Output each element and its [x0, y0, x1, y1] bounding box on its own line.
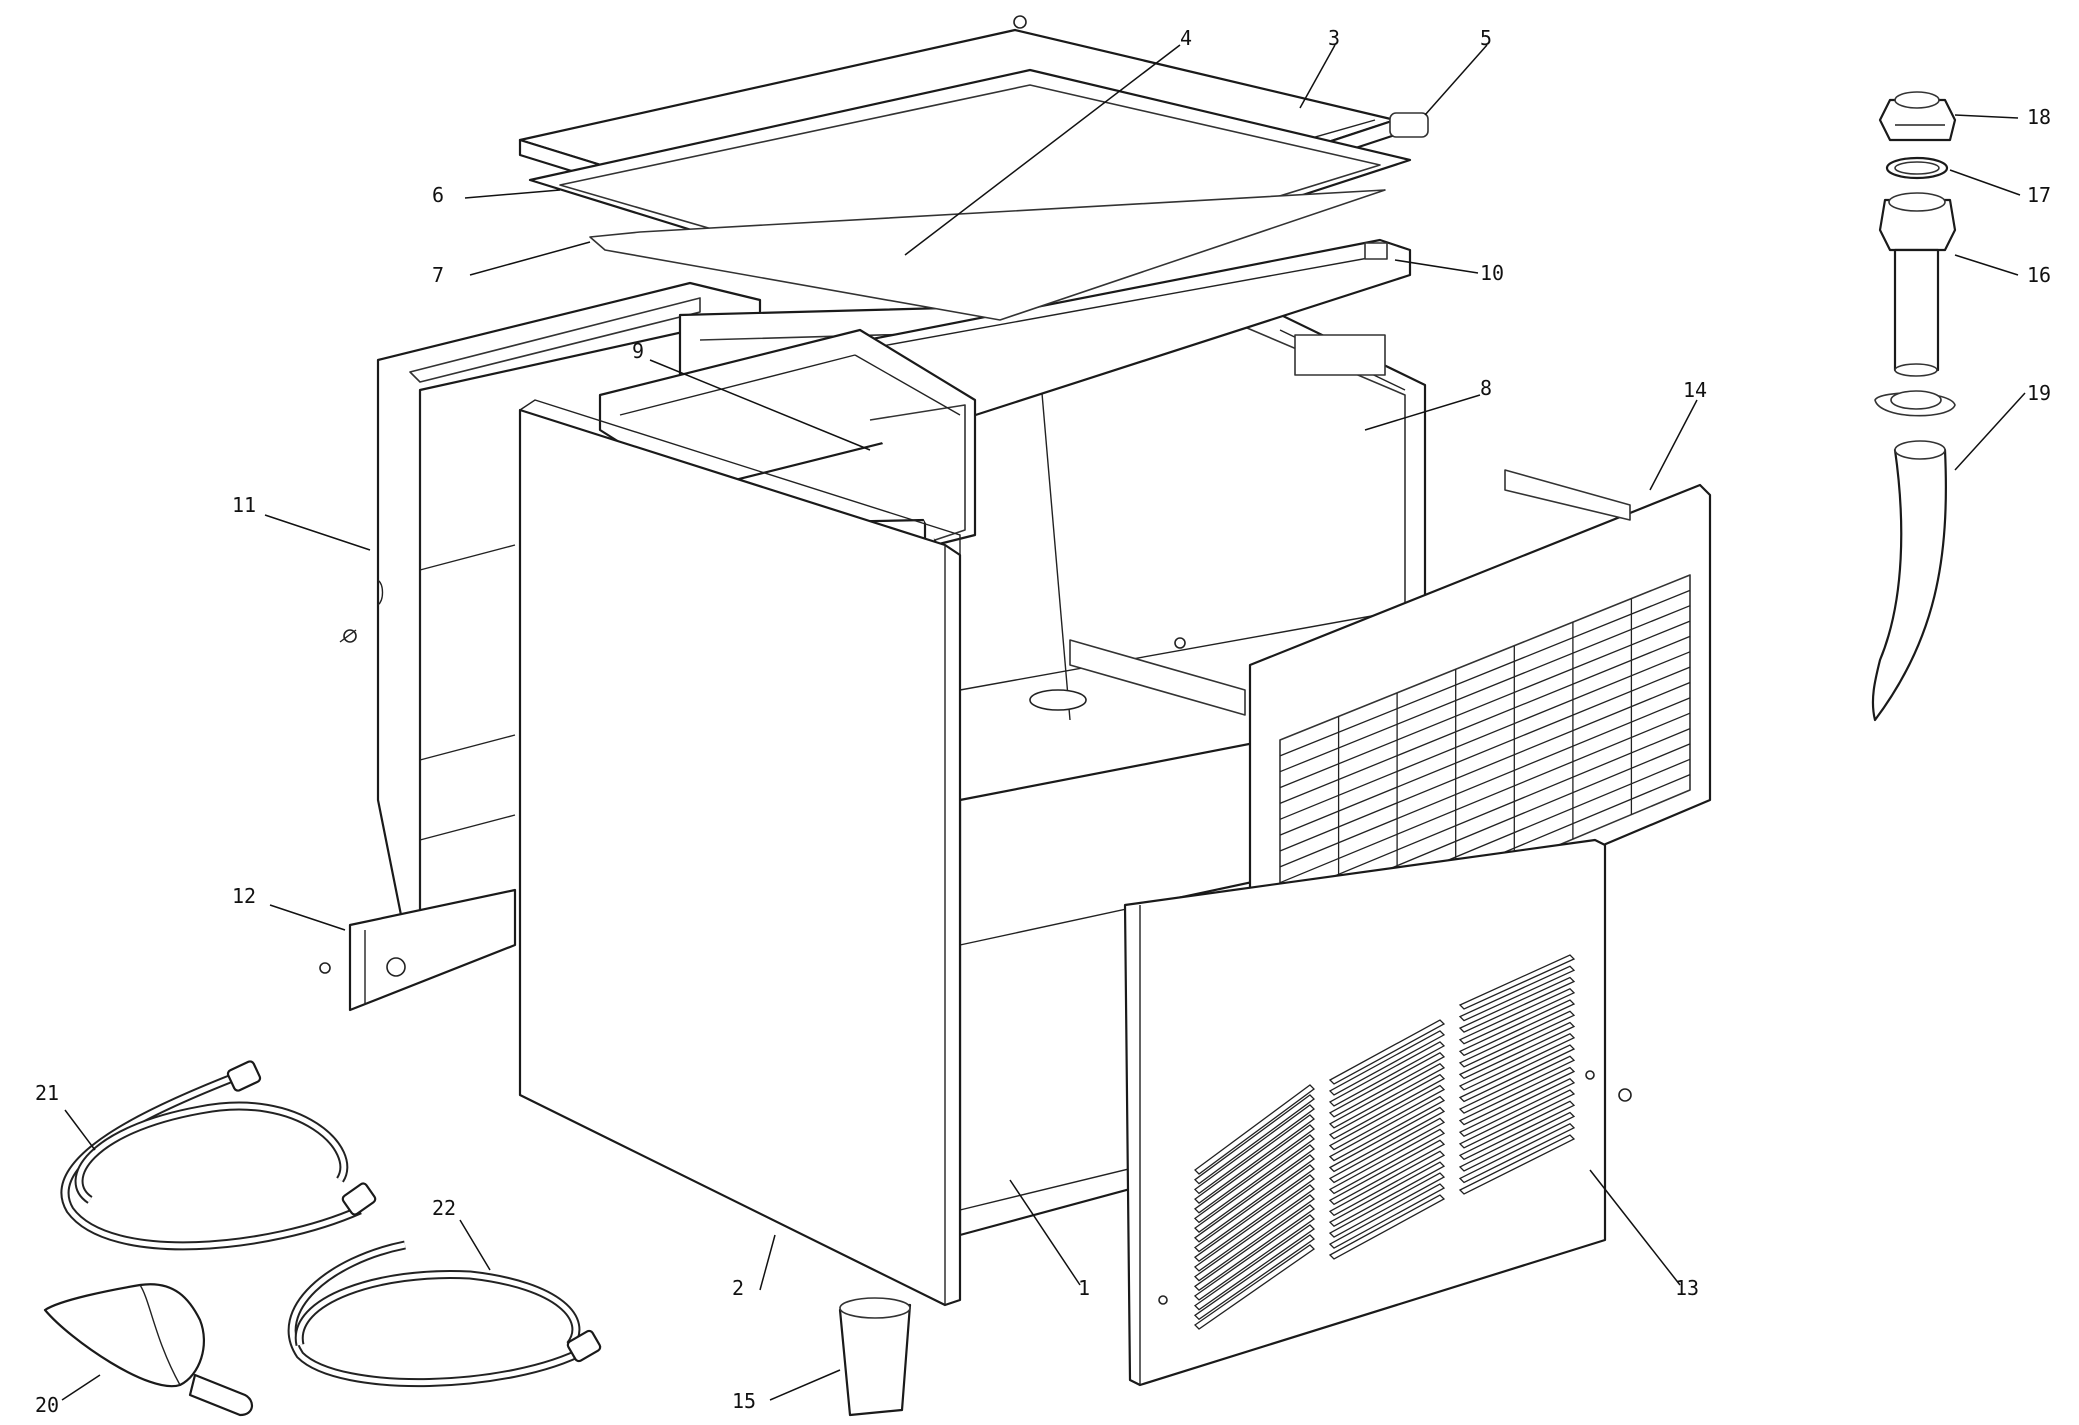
callout-10: 10	[1480, 261, 1504, 285]
screw-icon	[1174, 637, 1186, 649]
callout-2: 2	[732, 1276, 744, 1300]
callout-1: 1	[1078, 1276, 1090, 1300]
screw-icon	[1618, 1088, 1632, 1102]
leader-lines	[61, 44, 2026, 1401]
callout-6: 6	[432, 183, 444, 207]
callout-3: 3	[1328, 26, 1340, 50]
callout-7: 7	[432, 263, 444, 287]
callout-labels: 1 2 3 4 5 6 7 8 9 10 11 12 13 14 15 16 1…	[35, 26, 2051, 1417]
callout-9: 9	[632, 339, 644, 363]
callout-16: 16	[2027, 263, 2051, 287]
part-22-drain-hose	[287, 1240, 602, 1388]
callout-4: 4	[1180, 26, 1192, 50]
callout-21: 21	[35, 1081, 59, 1105]
callout-14: 14	[1683, 378, 1707, 402]
part-15-foot	[838, 1297, 912, 1417]
part-12-bottom-bracket	[319, 888, 517, 1012]
callout-17: 17	[2027, 183, 2051, 207]
part-13-lower-vent-panel	[1123, 838, 1632, 1387]
callout-15: 15	[732, 1389, 756, 1413]
callout-22: 22	[432, 1196, 456, 1220]
part-17-o-ring	[1885, 156, 1949, 180]
callout-19: 19	[2027, 381, 2051, 405]
part-5-cap	[1389, 112, 1429, 138]
callout-20: 20	[35, 1393, 59, 1417]
callout-12: 12	[232, 884, 256, 908]
callout-11: 11	[232, 493, 256, 517]
part-16-drain-pipe	[1878, 192, 1957, 377]
part-20-ice-scoop	[43, 1283, 253, 1417]
part-18-drain-plug	[1878, 91, 1957, 142]
part-7-insulation-sheet	[589, 189, 1386, 321]
callout-8: 8	[1480, 376, 1492, 400]
screw-icon	[1013, 15, 1027, 29]
part-21-inlet-hose	[60, 1060, 377, 1251]
callout-5: 5	[1480, 26, 1492, 50]
screw-icon	[319, 962, 331, 974]
part-19-drain-hose	[1871, 390, 1956, 722]
callout-18: 18	[2027, 105, 2051, 129]
part-2-front-door-panel	[518, 399, 962, 1307]
callout-13: 13	[1675, 1276, 1699, 1300]
part-11-left-side-panel	[339, 281, 762, 962]
